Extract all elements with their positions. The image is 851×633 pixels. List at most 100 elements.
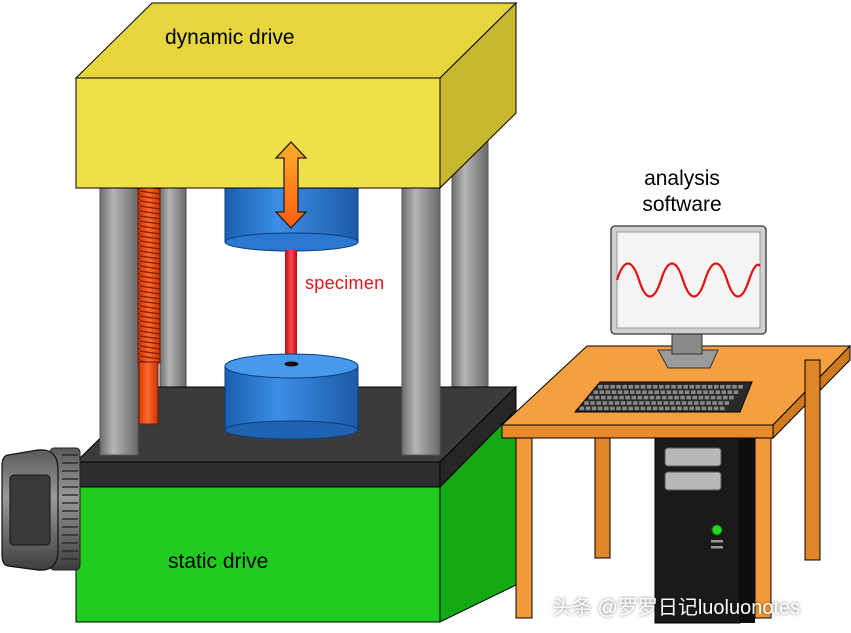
- keyboard-key: [619, 395, 624, 400]
- column-back-left: [159, 169, 187, 406]
- keyboard-key: [671, 406, 676, 411]
- keyboard-key: [678, 390, 684, 394]
- keyboard-key: [584, 401, 589, 405]
- keyboard-key: [681, 401, 687, 405]
- keyboard-key: [675, 401, 681, 405]
- keyboard-key: [604, 406, 609, 411]
- keyboard-key: [671, 385, 676, 389]
- keyboard-key: [645, 401, 650, 405]
- keyboard-key: [610, 385, 615, 389]
- keyboard-key: [598, 385, 603, 389]
- keyboard-key: [719, 406, 725, 411]
- keyboard-key: [591, 406, 597, 411]
- dynamic-drive-label: dynamic drive: [165, 26, 295, 49]
- keyboard-key: [707, 385, 713, 389]
- keyboard-key: [712, 401, 717, 405]
- keyboard-key: [701, 385, 707, 389]
- keyboard-key: [628, 406, 633, 411]
- keyboard-key: [672, 390, 678, 394]
- keyboard-key: [659, 385, 664, 389]
- keyboard-key: [585, 406, 591, 411]
- base-block: [75, 484, 441, 623]
- signal-wave: [615, 262, 761, 298]
- keyboard-key: [695, 385, 701, 389]
- keyboard-key: [721, 390, 727, 394]
- keyboard-key: [665, 385, 670, 389]
- keyboard-key: [680, 395, 685, 400]
- keyboard-key: [732, 385, 737, 389]
- lead-screw-threaded: [137, 187, 161, 364]
- keyboard-key: [611, 390, 617, 394]
- specimen-rod: [285, 250, 297, 364]
- double-arrow-icon: [274, 141, 308, 229]
- keyboard-key: [697, 390, 702, 394]
- keyboard-key: [686, 395, 691, 400]
- keyboard-key: [640, 385, 646, 389]
- keyboard-key: [698, 395, 704, 400]
- keyboard-key: [700, 401, 705, 405]
- keyboard-key: [654, 390, 659, 394]
- keyboard-key: [668, 395, 673, 400]
- keyboard-icon: [573, 381, 753, 413]
- keyboard-key: [599, 390, 605, 394]
- keyboard-key: [727, 390, 733, 394]
- keyboard-key: [652, 385, 658, 389]
- keyboard-key: [658, 406, 664, 411]
- keyboard-key: [662, 395, 667, 400]
- keyboard-key: [663, 401, 669, 405]
- keyboard-key: [713, 385, 719, 389]
- top-block-front: [75, 77, 441, 189]
- keyboard-key: [613, 395, 618, 400]
- column-back-right: [451, 139, 489, 406]
- keyboard-key: [695, 406, 701, 411]
- keyboard-key: [634, 406, 640, 411]
- column-front-right: [401, 184, 441, 456]
- keyboard-key: [703, 390, 708, 394]
- static-drive-label: static drive: [168, 550, 269, 573]
- keyboard-key: [683, 406, 688, 411]
- keyboard-key: [704, 395, 710, 400]
- keyboard-key: [634, 385, 640, 389]
- column-front-left: [99, 184, 139, 456]
- keyboard-key: [733, 390, 739, 394]
- keyboard-key: [593, 390, 598, 394]
- keyboard-key: [652, 406, 658, 411]
- keyboard-key: [665, 406, 670, 411]
- keyboard-key: [628, 385, 634, 389]
- keyboard-key: [620, 401, 626, 405]
- keyboard-key: [643, 395, 649, 400]
- keyboard-key: [630, 390, 635, 394]
- keyboard-key: [660, 390, 666, 394]
- keyboard-key: [639, 401, 644, 405]
- keyboard-key: [651, 401, 656, 405]
- keyboard-key: [715, 390, 720, 394]
- keyboard-key: [604, 385, 609, 389]
- keyboard-key: [579, 406, 585, 411]
- keyboard-key: [666, 390, 672, 394]
- keyboard-key: [723, 395, 728, 400]
- specimen-label: specimen: [305, 273, 385, 293]
- keyboard-key: [716, 395, 722, 400]
- keyboard-key: [608, 401, 614, 405]
- keyboard-key: [594, 395, 600, 400]
- keyboard-key: [625, 395, 630, 400]
- computer-tower-icon: [654, 437, 755, 624]
- keyboard-key: [617, 390, 623, 394]
- keyboard-key: [701, 406, 707, 411]
- lead-screw-rod: [138, 361, 159, 425]
- keyboard-key: [738, 385, 743, 389]
- keyboard-key: [640, 406, 646, 411]
- keyboard-key: [677, 385, 682, 389]
- keyboard-key: [689, 385, 695, 389]
- motor-icon: [1, 447, 81, 571]
- keyboard-key: [646, 385, 652, 389]
- keyboard-key: [689, 406, 694, 411]
- watermark: 头条 @罗罗日记luoluonotes: [552, 597, 801, 619]
- keyboard-key: [616, 385, 621, 389]
- keyboard-key: [691, 390, 696, 394]
- keyboard-key: [622, 406, 627, 411]
- keyboard-key: [720, 385, 725, 389]
- keyboard-key: [616, 406, 621, 411]
- keyboard-key: [610, 406, 615, 411]
- keyboard-key: [588, 395, 594, 400]
